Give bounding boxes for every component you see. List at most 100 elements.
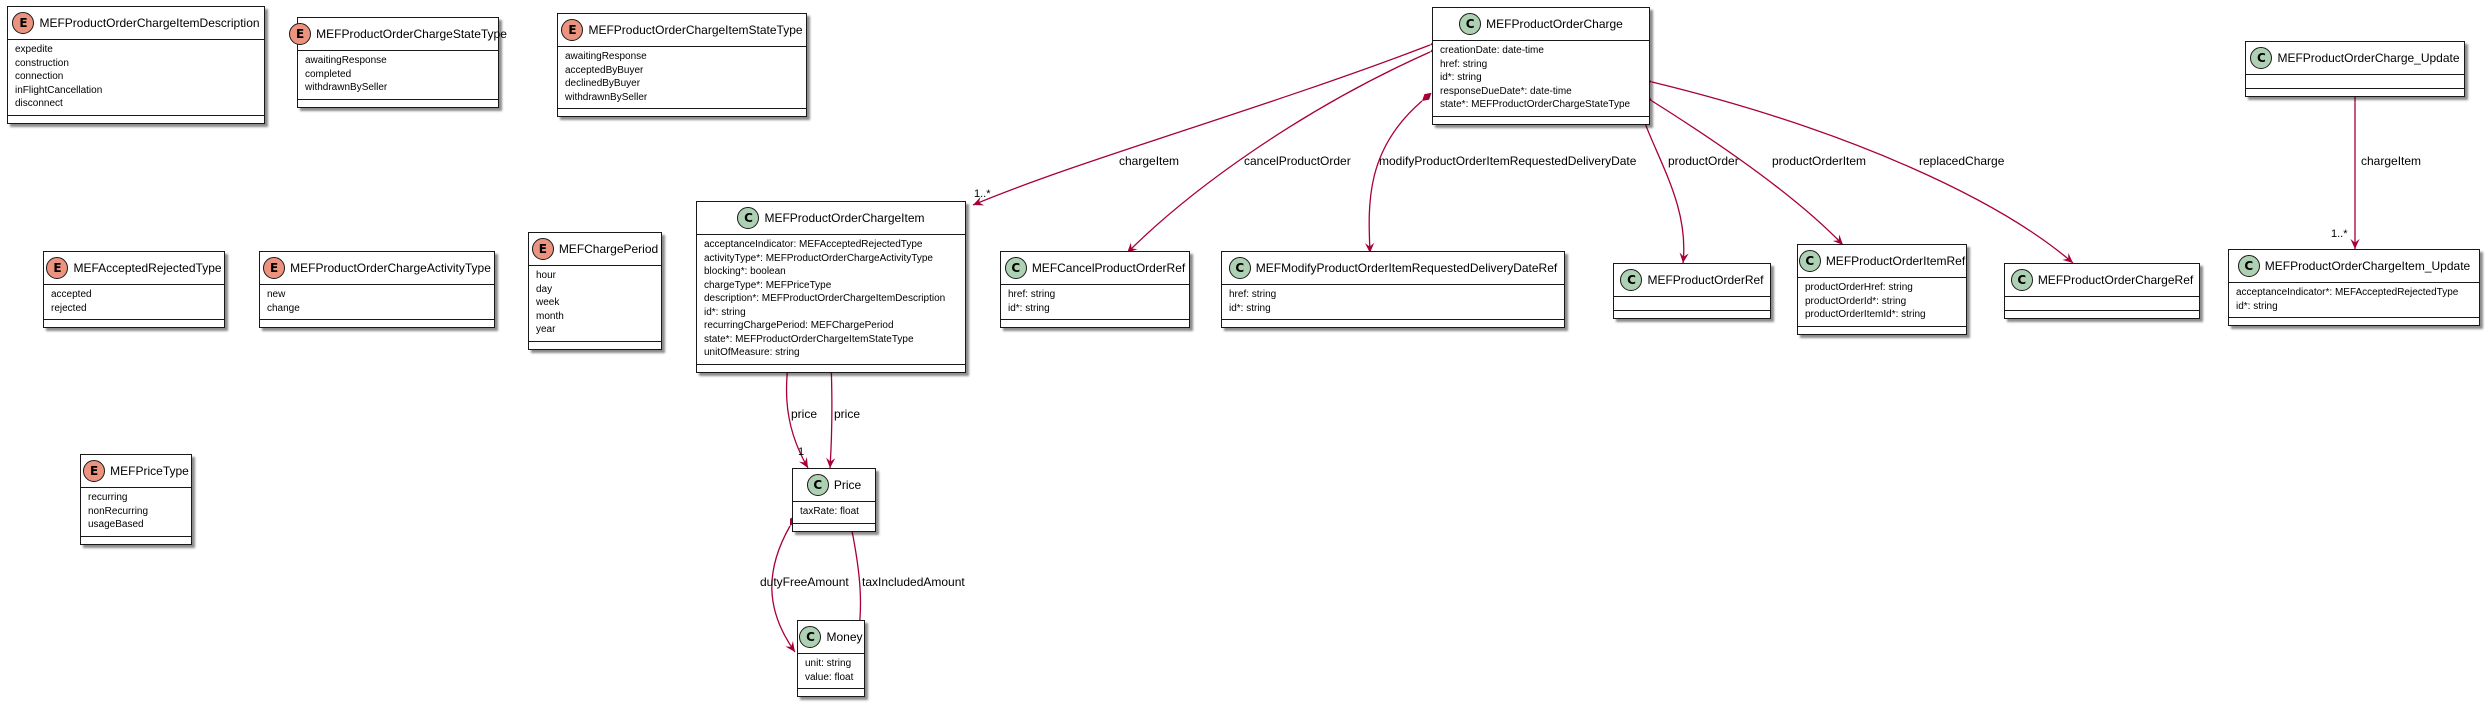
relation-label: productOrderItem (1772, 154, 1867, 168)
class-field: id*: string (1008, 302, 1050, 314)
class-field: blocking*: boolean (704, 266, 786, 277)
enum-badge-icon: E (561, 19, 584, 41)
relation-multiplicity: 1..* (2331, 228, 2348, 240)
enum-badge-icon: E (12, 12, 35, 34)
class-name: MEFProductOrderChargeRef (2037, 273, 2194, 287)
relation-multiplicity: 1 (798, 446, 805, 458)
class-badge-icon: C (1228, 257, 1251, 279)
edge-productOrderItem (1641, 94, 1844, 246)
enum-name: MEFAcceptedRejectedType (73, 261, 222, 275)
class-field: id*: string (2236, 300, 2278, 312)
class-field: description*: MEFProductOrderChargeItemD… (704, 293, 946, 304)
enum-value: recurring (88, 492, 128, 503)
class-badge-icon: C (1798, 250, 1821, 272)
class-name: MEFProductOrderCharge (1486, 17, 1623, 31)
class-field: productOrderItemId*: string (1805, 309, 1926, 320)
enum-value: awaitingResponse (565, 51, 647, 62)
class-field: activityType*: MEFProductOrderChargeActi… (704, 252, 933, 264)
relation-label: price (834, 407, 861, 421)
class-field: state*: MEFProductOrderChargeItemStateTy… (704, 333, 914, 345)
enum-name: MEFProductOrderChargeItemDescription (39, 16, 260, 30)
class-name: MEFProductOrderChargeItem_Update (2264, 259, 2471, 273)
relation-label: chargeItem (1119, 154, 1180, 168)
class-field: id*: string (1229, 302, 1271, 314)
class-field: unitOfMeasure: string (704, 347, 800, 358)
class-field: id*: string (704, 306, 746, 318)
enum-value: month (536, 310, 564, 322)
class-field: href: string (1229, 289, 1277, 300)
relation-label: modifyProductOrderItemRequestedDeliveryD… (1379, 154, 1637, 168)
class-name: MEFProductOrderChargeItem (764, 211, 925, 225)
enum-value: day (536, 283, 553, 295)
class-badge-icon: C (1620, 269, 1643, 291)
relation-label: replacedCharge (1919, 154, 2005, 168)
class-name: MEFModifyProductOrderItemRequestedDelive… (1255, 261, 1558, 275)
enum-value: acceptedByBuyer (565, 64, 644, 76)
enum-value: year (536, 324, 556, 335)
relation-multiplicity: 1..* (974, 188, 991, 200)
enum-value: new (267, 289, 286, 300)
class-field: acceptanceIndicator*: MEFAcceptedRejecte… (2236, 287, 2459, 298)
enum-value: construction (15, 57, 69, 69)
class-field: productOrderHref: string (1805, 282, 1913, 293)
class-badge-icon: C (799, 626, 822, 648)
edge-modifyProductOrderItemRequestedDeliveryDate (1365, 92, 1432, 254)
relation-label: dutyFreeAmount (760, 575, 849, 589)
class-field: recurringChargePeriod: MEFChargePeriod (704, 320, 894, 331)
enum-value: awaitingResponse (305, 55, 387, 66)
class-field: value: float (805, 671, 854, 683)
relation-label: cancelProductOrder (1244, 154, 1351, 168)
enum-box: E MEFAcceptedRejectedType accepted reject… (43, 251, 225, 328)
enum-value: inFlightCancellation (15, 84, 103, 96)
class-field: id*: string (1440, 72, 1482, 83)
edge-chargeItem (972, 39, 1442, 206)
enum-value: accepted (51, 289, 92, 300)
edge-dutyFreeAmount (771, 515, 797, 653)
edge-cancelProductOrder (1126, 46, 1442, 254)
enum-badge-icon: E (531, 238, 554, 260)
class-name: MEFCancelProductOrderRef (1031, 261, 1186, 275)
enum-badge-icon: E (263, 257, 286, 279)
enum-value: withdrawnBySeller (305, 82, 388, 93)
class-box: C MEFModifyProductOrderItemRequestedDeliv… (1221, 251, 1565, 328)
class-field: responseDueDate*: date-time (1440, 85, 1572, 97)
enum-badge-icon: E (46, 257, 69, 279)
class-field: state*: MEFProductOrderChargeStateType (1440, 99, 1631, 110)
relation-label: productOrder (1668, 154, 1739, 168)
class-field: unit: string (805, 658, 852, 669)
enum-value: rejected (51, 302, 87, 314)
enum-value: usageBased (88, 519, 144, 530)
class-badge-icon: C (2237, 255, 2260, 277)
enum-name: MEFChargePeriod (558, 242, 659, 256)
class-field: productOrderId*: string (1805, 295, 1907, 307)
enum-name: MEFProductOrderChargeActivityType (290, 261, 491, 275)
class-field: chargeType*: MEFPriceType (704, 279, 832, 291)
relation-label: price (791, 407, 818, 421)
class-box: C MEFProductOrderChargeItem_Update accept… (2228, 249, 2480, 326)
relation-label: taxIncludedAmount (862, 575, 965, 589)
edge-productOrder (1633, 88, 1689, 264)
enum-value: connection (15, 71, 64, 82)
enum-value: week (536, 297, 560, 308)
class-box: C MEFProductOrderRef (1613, 263, 1771, 319)
class-field: taxRate: float (800, 506, 859, 517)
enum-name: MEFProductOrderChargeItemStateType (588, 23, 803, 37)
edge-replacedCharge (1639, 77, 2074, 264)
class-field: acceptanceIndicator: MEFAcceptedRejected… (704, 239, 923, 250)
enum-box: E MEFProductOrderChargeItemStateType awai… (557, 13, 807, 117)
enum-value: disconnect (15, 98, 63, 109)
class-badge-icon: C (2250, 47, 2273, 69)
class-name: MEFProductOrderRef (1647, 273, 1764, 287)
